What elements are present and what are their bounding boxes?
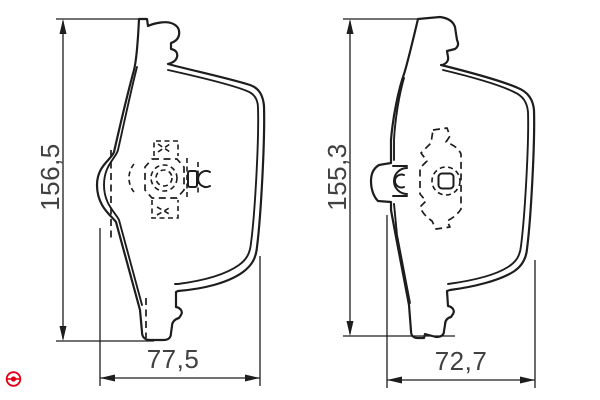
left-pad-outline (95, 17, 266, 342)
right-height-dimension: 155,3 (322, 18, 455, 337)
arrowhead-down (346, 321, 354, 336)
right-piston-marks (419, 127, 462, 230)
right-height-dimension-label: 155,3 (322, 143, 352, 211)
arrowhead-up (59, 19, 67, 34)
left-pad-inner-line (167, 69, 260, 285)
left-view: 156,5 77,5 (35, 17, 266, 386)
left-width-dimension: 77,5 (99, 228, 261, 386)
arrowhead-left (100, 374, 115, 382)
right-pad-outline (369, 15, 536, 340)
arrowhead-up (346, 19, 354, 34)
left-clip-circle (197, 170, 211, 188)
right-width-dimension: 72,7 (386, 215, 536, 388)
right-width-dimension-label: 72,7 (435, 346, 488, 376)
arrowhead-right (245, 374, 260, 382)
arrowhead-down (59, 326, 67, 341)
bosch-logo-icon (5, 371, 22, 387)
left-pad-inner-line-left (103, 66, 143, 306)
right-view: 155,3 72,7 (322, 15, 536, 388)
right-pad-inner-line (442, 69, 530, 285)
left-height-dimension-label: 156,5 (35, 143, 65, 211)
left-piston-marks (144, 140, 211, 219)
left-pad-hidden-arc (128, 163, 135, 193)
arrowhead-left (387, 376, 402, 384)
left-width-dimension-label: 77,5 (147, 344, 200, 374)
right-pad-inner-line-left-lower (393, 203, 411, 304)
right-pad-inner-line-left (393, 77, 405, 161)
right-clip (392, 165, 408, 197)
arrowhead-right (520, 376, 535, 384)
left-height-dimension: 156,5 (35, 18, 154, 342)
